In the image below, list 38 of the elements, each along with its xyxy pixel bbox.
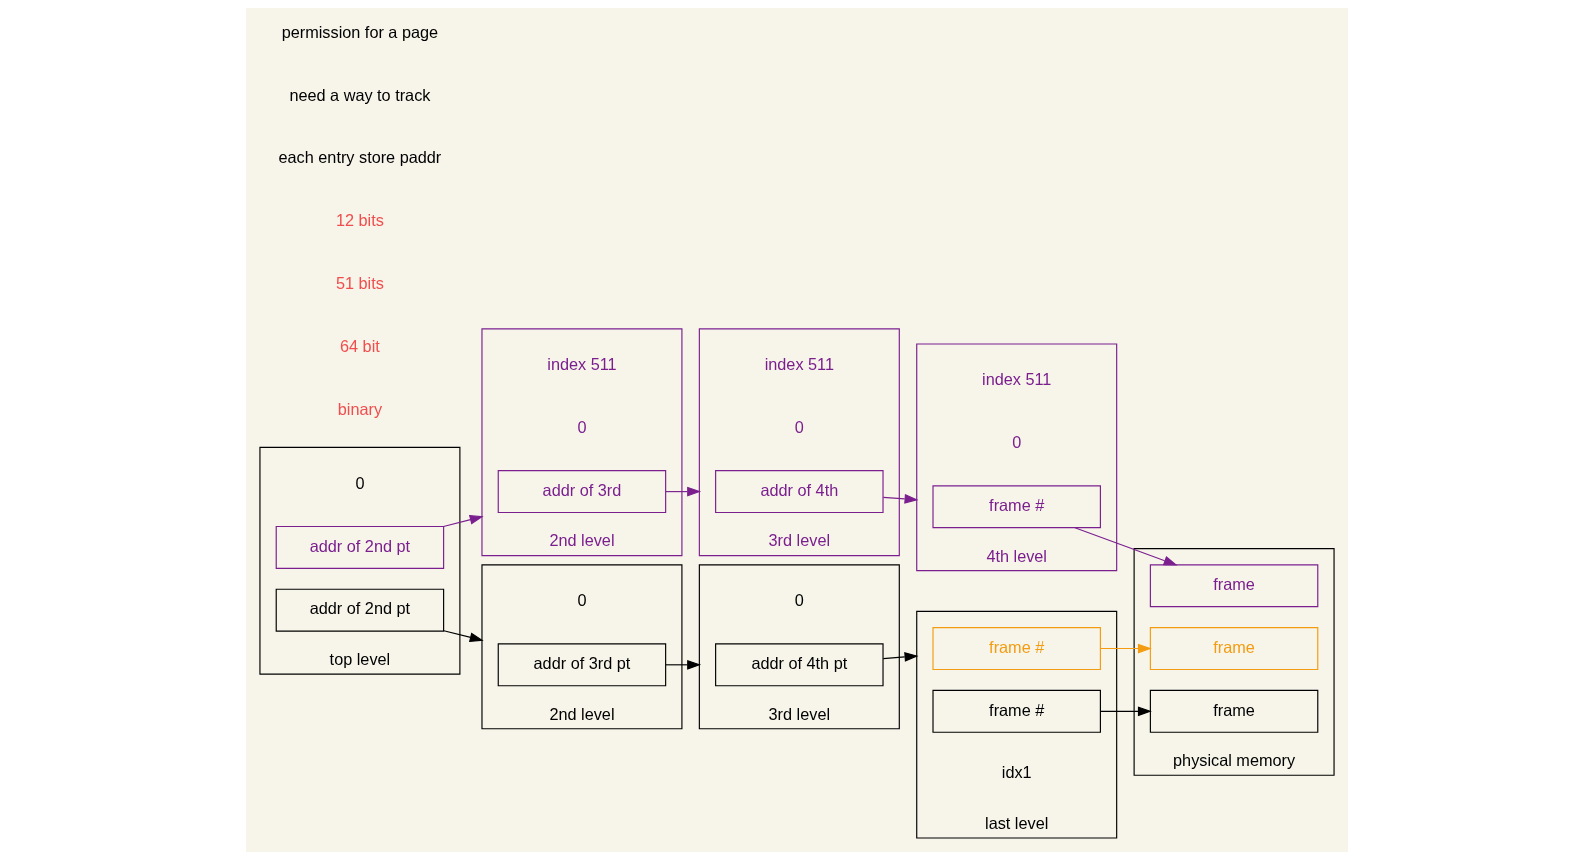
label: 64 bit [340, 336, 380, 355]
node-box: addr of 3rd pt [497, 643, 667, 687]
node-label: index 511 [982, 370, 1052, 389]
arrow [882, 652, 919, 662]
arrow [1100, 643, 1152, 654]
node-box: frame # [932, 627, 1101, 671]
node-label: 0 [1012, 433, 1022, 452]
arrow [665, 659, 702, 670]
node-label: 0 [577, 418, 587, 437]
node-box: frame [1149, 689, 1319, 733]
arrow [443, 630, 484, 643]
node-label: 0 [794, 591, 804, 610]
arrow [442, 515, 484, 528]
node-label: index 511 [764, 355, 834, 374]
arrow [882, 494, 919, 504]
node-box: addr of 2nd pt [275, 525, 445, 569]
arrow [665, 486, 702, 497]
label: binary [337, 399, 383, 418]
node-box: frame # [932, 485, 1101, 529]
arrow [1100, 706, 1152, 717]
label: permission for a page [281, 22, 439, 41]
node-box: addr of 4th pt [715, 643, 884, 687]
node-box: frame # [932, 689, 1101, 733]
label: each entry store paddr [278, 148, 442, 167]
node-box: addr of 3rd [497, 470, 667, 514]
node-box: frame [1149, 564, 1319, 608]
node-label: 0 [355, 473, 365, 492]
node-label: idx1 [1001, 763, 1032, 782]
node-label: 0 [577, 591, 587, 610]
label: need a way to track [289, 85, 431, 104]
arrow [1074, 527, 1178, 566]
label: 51 bits [335, 274, 384, 292]
node-box: frame [1149, 627, 1319, 671]
label: 12 bits [335, 211, 384, 230]
node-box: addr of 4th [715, 470, 884, 514]
node-label: 0 [794, 418, 804, 437]
node-label: index 511 [547, 355, 617, 374]
node-box: addr of 2nd pt [275, 588, 445, 632]
